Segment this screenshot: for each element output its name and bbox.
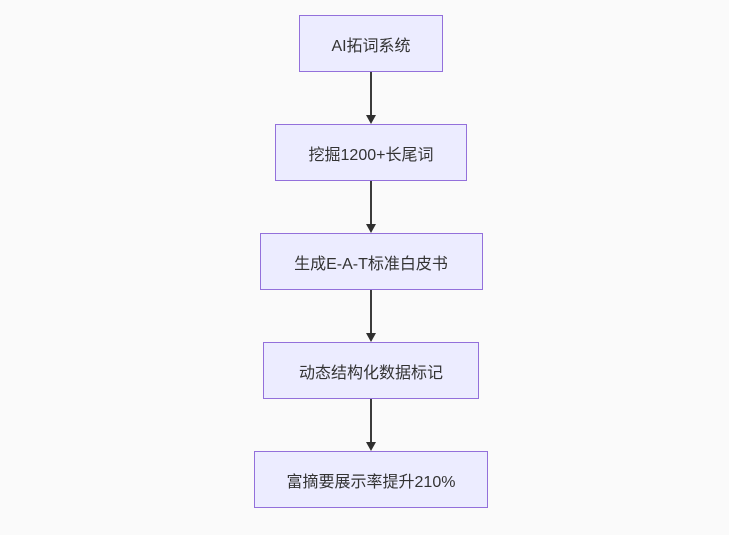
node-label: 生成E-A-T标准白皮书 [294, 255, 448, 273]
flow-node-longtail-mining: 挖掘1200+长尾词 [275, 124, 467, 181]
node-label: 动态结构化数据标记 [298, 364, 443, 382]
flow-node-eat-whitepaper: 生成E-A-T标准白皮书 [259, 233, 483, 290]
flow-node-structured-data-markup: 动态结构化数据标记 [263, 342, 479, 399]
flow-arrow-2 [364, 181, 378, 233]
arrowhead-down-icon [366, 115, 376, 124]
node-label: 富摘要展示率提升210% [286, 473, 456, 491]
flowchart-column: AI拓词系统 挖掘1200+长尾词 生成E-A-T标准白皮书 动态结构化数据标记 [254, 15, 488, 508]
node-label: AI拓词系统 [331, 37, 411, 55]
arrowhead-down-icon [366, 224, 376, 233]
arrowhead-down-icon [366, 333, 376, 342]
arrow-line [370, 181, 372, 226]
flow-node-rich-snippet-uplift: 富摘要展示率提升210% [254, 451, 488, 508]
flow-arrow-3 [364, 290, 378, 342]
arrow-line [370, 399, 372, 444]
flow-arrow-4 [364, 399, 378, 451]
arrowhead-down-icon [366, 442, 376, 451]
node-label: 挖掘1200+长尾词 [308, 146, 434, 164]
flow-node-ai-keyword-system: AI拓词系统 [299, 15, 443, 72]
arrow-line [370, 290, 372, 335]
flow-arrow-1 [364, 72, 378, 124]
arrow-line [370, 72, 372, 117]
